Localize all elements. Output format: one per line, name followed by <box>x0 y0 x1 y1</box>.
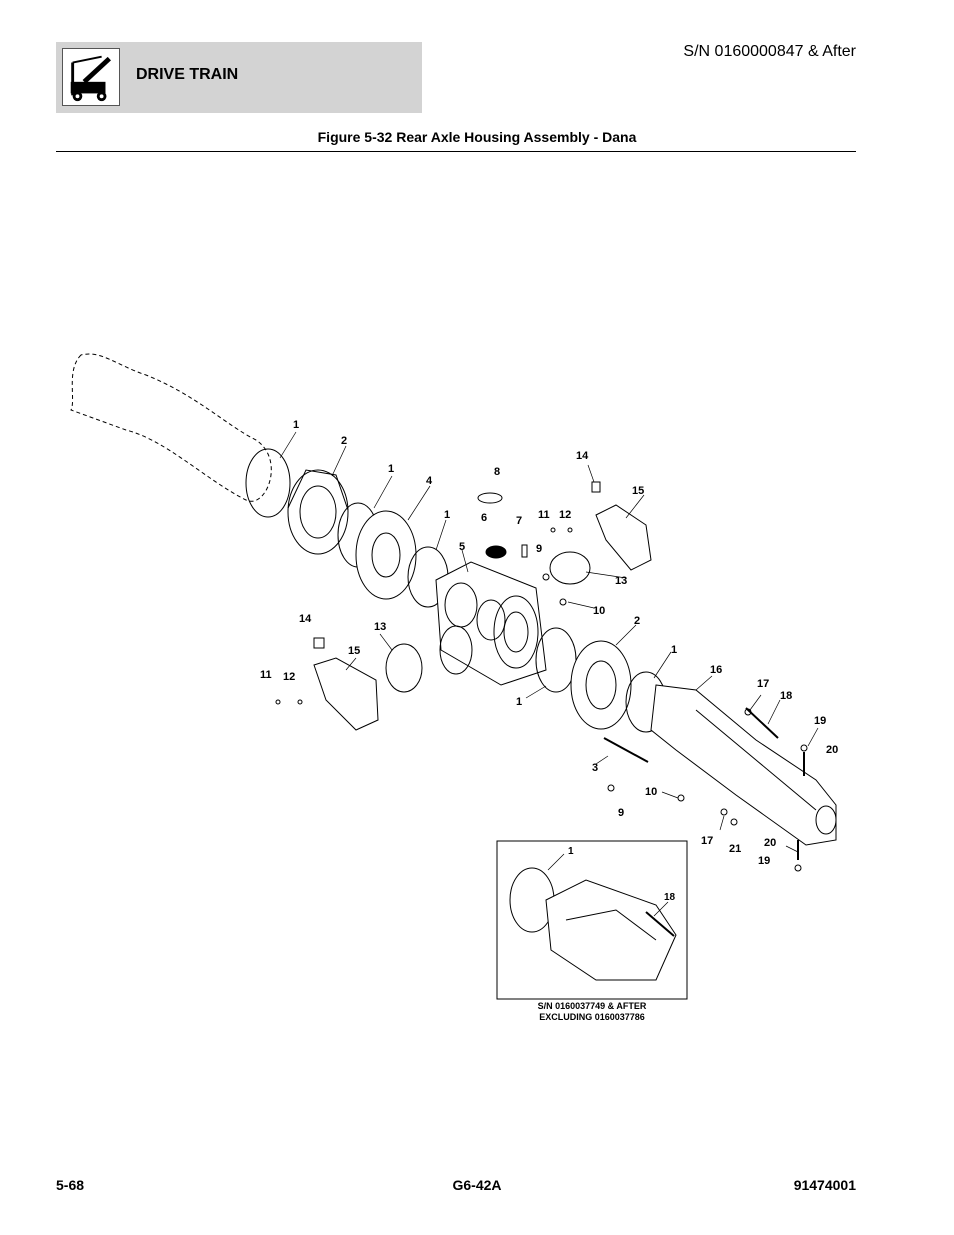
fitting-7 <box>521 544 528 558</box>
nut-9b <box>607 784 615 792</box>
ghost-axle-outline <box>70 353 272 502</box>
callout-12b: 12 <box>283 671 295 683</box>
nut-19a <box>800 744 808 752</box>
callout-13a: 13 <box>615 575 627 587</box>
seal-ring-1a <box>245 448 291 518</box>
cap-6 <box>485 545 507 559</box>
callout-20b: 20 <box>764 837 776 849</box>
pin-14a <box>591 481 601 493</box>
part-number: 91474001 <box>793 1177 856 1193</box>
header-divider <box>56 151 856 152</box>
bushing-13a <box>549 551 591 585</box>
callout-15b: 15 <box>348 645 360 657</box>
callout-15a: 15 <box>632 485 644 497</box>
callout-11a: 11 <box>538 509 550 521</box>
axle-tube-16 <box>650 684 837 846</box>
housing-plate-left <box>287 469 349 555</box>
figure-title: Figure 5-32 Rear Axle Housing Assembly -… <box>317 129 637 145</box>
callout-10b: 10 <box>645 786 657 798</box>
nut-12b <box>297 699 303 705</box>
callout-5: 5 <box>459 541 465 553</box>
section-title: DRIVE TRAIN <box>136 66 239 83</box>
callout-8: 8 <box>494 466 500 478</box>
inset-caption: S/N 0160037749 & AFTER EXCLUDING 0160037… <box>497 1001 687 1023</box>
nut-10b <box>677 794 685 802</box>
callout-19b: 19 <box>758 855 770 867</box>
nut-9a <box>542 573 550 581</box>
callout-18: 18 <box>780 690 792 702</box>
callout-19a: 19 <box>814 715 826 727</box>
callout-1b: 1 <box>388 463 394 475</box>
callout-17b: 17 <box>701 835 713 847</box>
callout-16: 16 <box>710 664 722 676</box>
nut-17b <box>720 808 728 816</box>
pin-14b <box>313 637 325 649</box>
telehandler-icon <box>62 48 120 106</box>
callout-10a: 10 <box>593 605 605 617</box>
inset-callout-18: 18 <box>664 892 676 903</box>
header-banner: DRIVE TRAIN <box>56 42 422 113</box>
callout-14b: 14 <box>299 613 312 625</box>
nut-21 <box>730 818 738 826</box>
center-housing-5 <box>435 561 547 686</box>
callout-3: 3 <box>592 762 598 774</box>
callout-2b: 2 <box>634 615 640 627</box>
inset-detail: 1 18 <box>496 840 688 1000</box>
callout-9b: 9 <box>618 807 624 819</box>
housing-plate-right <box>570 640 632 730</box>
callout-1d: 1 <box>671 644 677 656</box>
callout-9a: 9 <box>536 543 542 555</box>
model-number: G6-42A <box>452 1177 502 1193</box>
callout-20a: 20 <box>826 744 838 756</box>
inset-caption-line1: S/N 0160037749 & AFTER <box>537 1001 647 1011</box>
nut-11a <box>550 527 556 533</box>
stud-3 <box>603 737 649 763</box>
nut-12a <box>567 527 573 533</box>
callout-4: 4 <box>426 475 433 487</box>
serial-range: S/N 0160000847 & After <box>683 43 856 60</box>
bushing-13b <box>385 643 423 693</box>
callout-7: 7 <box>516 515 522 527</box>
callout-1e: 1 <box>516 696 522 708</box>
callout-6: 6 <box>481 512 487 524</box>
exploded-view-diagram: 1 2 1 4 1 8 14 15 6 7 11 12 5 9 13 10 2 … <box>56 340 856 1040</box>
callout-2a: 2 <box>341 435 347 447</box>
callout-1c: 1 <box>444 509 450 521</box>
o-ring-8 <box>477 492 503 504</box>
callout-21: 21 <box>729 843 741 855</box>
callout-14a: 14 <box>576 450 589 462</box>
inset-caption-line2: EXCLUDING 0160037786 <box>539 1012 645 1022</box>
callout-12a: 12 <box>559 509 571 521</box>
inset-callout-1: 1 <box>568 846 574 857</box>
callout-17a: 17 <box>757 678 769 690</box>
nut-11b <box>275 699 281 705</box>
callout-13b: 13 <box>374 621 386 633</box>
pivot-bracket-15b <box>313 657 379 731</box>
nut-19b <box>794 864 802 872</box>
pivot-bracket-15a <box>595 504 652 571</box>
callout-1a: 1 <box>293 419 299 431</box>
callout-11b: 11 <box>260 669 272 681</box>
bearing-cage-4 <box>355 510 417 600</box>
nut-10a <box>559 598 567 606</box>
page-number: 5-68 <box>56 1177 85 1193</box>
nut-17a <box>744 708 752 716</box>
